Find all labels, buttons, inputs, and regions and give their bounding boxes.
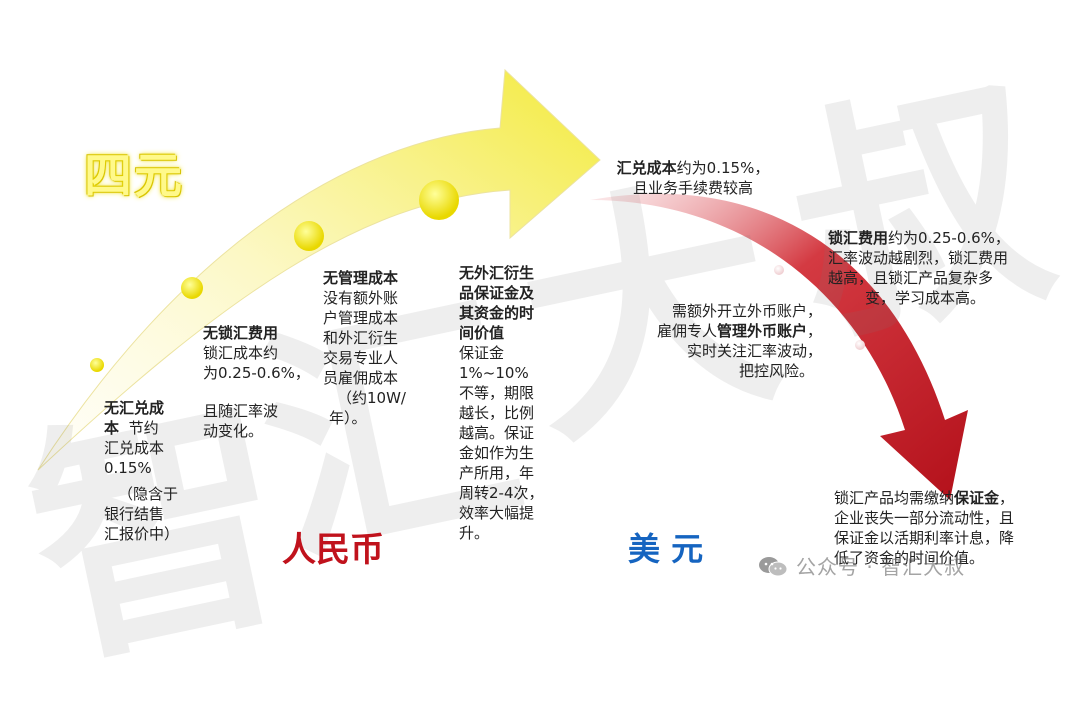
red-arrow-dot xyxy=(774,265,784,275)
item-title: 本 xyxy=(104,419,120,437)
item-text: 保证金以活期利率计息，降 xyxy=(834,529,1015,547)
item-text: 金如作为生 xyxy=(459,444,535,462)
left-item-4: 无外汇衍生 品保证金及 其资金的时 间价值 保证金 1%~10% 不等，期限 越… xyxy=(459,263,559,543)
item-text: 汇率波动越剧烈，锁汇费用 xyxy=(828,249,1009,267)
item-text: 户管理成本 xyxy=(323,309,399,327)
item-title: 汇兑成本 xyxy=(616,159,677,177)
item-text: 锁汇产品均需缴纳 xyxy=(834,489,955,507)
item-text: 效率大幅提 xyxy=(459,504,535,522)
yellow-dot xyxy=(294,221,324,251)
item-text: 企业丧失一部分流动性，且 xyxy=(834,509,1015,527)
item-text: 越长，比例 xyxy=(459,404,535,422)
item-text: 0.15% xyxy=(104,459,152,477)
item-text: 升。 xyxy=(459,524,490,542)
right-item-1: 汇兑成本约为0.15%， 且业务手续费较高 xyxy=(598,158,788,198)
item-text: 员雇佣成本 xyxy=(323,369,399,387)
item-text: 动变化。 xyxy=(203,422,264,440)
item-text: 保证金 xyxy=(459,344,505,362)
item-title: 保证金 xyxy=(954,489,1000,507)
item-title: 品保证金及 xyxy=(459,284,535,302)
currency-label-rmb: 人民币 xyxy=(282,530,384,570)
item-text: 为0.25-0.6%， xyxy=(203,364,310,382)
item-text: （约10W/ xyxy=(337,389,406,407)
item-title: 无锁汇费用 xyxy=(203,324,279,342)
item-text: 变，学习成本高。 xyxy=(864,289,985,307)
item-title: 间价值 xyxy=(459,324,505,342)
item-text: 周转2-4次， xyxy=(459,484,544,502)
item-title: 无外汇衍生 xyxy=(459,264,535,282)
item-text: 把控风险。 xyxy=(738,362,814,380)
right-item-3: 需额外开立外币账户， 雇佣专人管理外币账户， 实时关注汇率波动， 把控风险。 xyxy=(612,301,822,381)
item-text: 和外汇衍生 xyxy=(323,329,399,347)
diagram-graphics xyxy=(37,68,968,500)
item-text: ， xyxy=(806,322,822,340)
red-arrow xyxy=(590,193,968,500)
item-text: 雇佣专人 xyxy=(656,322,717,340)
item-text: 银行结售 xyxy=(104,505,165,523)
wechat-icon xyxy=(758,555,788,577)
item-text: 实时关注汇率波动， xyxy=(686,342,822,360)
item-text: 低了资金的时间价值。 xyxy=(834,549,985,567)
item-text: 约为0.25-0.6%， xyxy=(888,229,1010,247)
item-text: 需额外开立外币账户， xyxy=(671,302,822,320)
right-item-2: 锁汇费用约为0.25-0.6%， 汇率波动越剧烈，锁汇费用 越高，且锁汇产品复杂… xyxy=(828,228,1048,308)
left-title: 四元 xyxy=(84,148,185,204)
item-title: 锁汇费用 xyxy=(828,229,889,247)
item-text: 且业务手续费较高 xyxy=(632,179,753,197)
item-title: 其资金的时 xyxy=(459,304,535,322)
yellow-dot xyxy=(90,358,104,372)
item-text: 汇兑成本 xyxy=(104,439,165,457)
item-text: 产所用，年 xyxy=(459,464,535,482)
right-item-4: 锁汇产品均需缴纳保证金， 企业丧失一部分流动性，且 保证金以活期利率计息，降 低… xyxy=(834,488,1059,568)
item-text: 锁汇成本约 xyxy=(203,344,279,362)
item-title: 管理外币账户 xyxy=(716,322,807,340)
item-text: 汇报价中） xyxy=(104,525,180,543)
item-text: 不等，期限 xyxy=(459,384,535,402)
item-text: 越高。保证 xyxy=(459,424,535,442)
item-text: 越高，且锁汇产品复杂多 xyxy=(828,269,994,287)
wechat-account-badge: 公众号 · 智汇大叔 xyxy=(758,551,965,580)
left-item-2: 无锁汇费用 锁汇成本约 为0.25-0.6%， 且随汇率波 动变化。 xyxy=(203,323,323,441)
item-title: 无汇兑成 xyxy=(104,399,165,417)
item-title: 无管理成本 xyxy=(323,269,399,287)
item-text: 年）。 xyxy=(329,409,367,427)
item-text: 约为0.15%， xyxy=(676,159,770,177)
yellow-dot xyxy=(181,277,203,299)
left-item-3: 无管理成本 没有额外账 户管理成本 和外汇衍生 交易专业人 员雇佣成本 （约10… xyxy=(323,268,433,428)
red-arrow-dot xyxy=(855,340,865,350)
item-text: 节约 xyxy=(128,419,159,437)
account-name: 公众号 · 智汇大叔 xyxy=(796,555,966,579)
currency-label-usd: 美 元 xyxy=(628,530,704,568)
item-text: 且随汇率波 xyxy=(203,402,279,420)
item-text: 1%~10% xyxy=(459,364,529,382)
item-text: （隐含于 xyxy=(118,485,179,503)
item-text: ， xyxy=(999,489,1015,507)
item-text: 没有额外账 xyxy=(323,289,399,307)
yellow-dot xyxy=(419,180,459,220)
left-item-1: 无汇兑成 本 节约 汇兑成本 0.15% （隐含于 银行结售 汇报价中） xyxy=(104,398,204,544)
item-text: 交易专业人 xyxy=(323,349,399,367)
